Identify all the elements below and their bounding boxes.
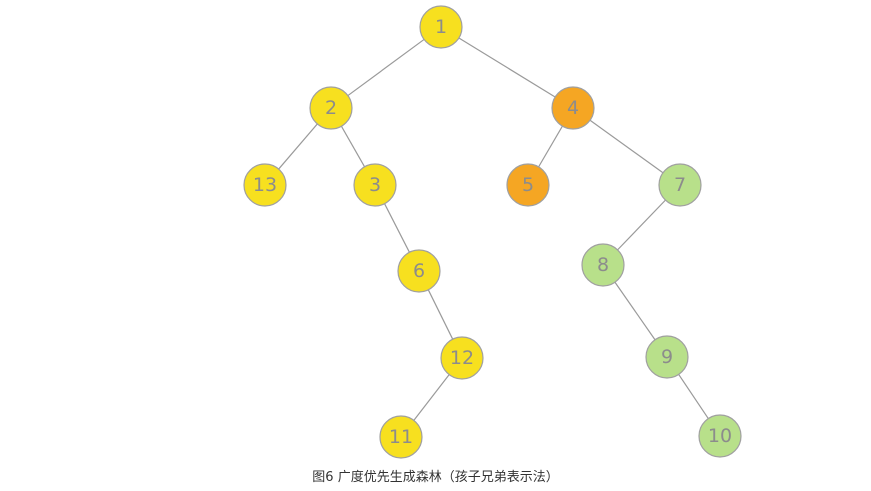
edge-8-9 [614, 281, 656, 341]
node-circle-3 [353, 163, 397, 207]
edge-2-13 [278, 123, 318, 170]
node-circle-7 [658, 163, 702, 207]
node-label-9: 9 [661, 346, 673, 368]
edge-9-10 [678, 374, 709, 419]
node-circle-11 [379, 415, 423, 459]
tree-node-4: 4 [551, 86, 595, 130]
edge-6-12 [427, 289, 454, 340]
node-label-1: 1 [435, 16, 447, 38]
tree-node-3: 3 [353, 163, 397, 207]
figure-caption: 图6 广度优先生成森林（孩子兄弟表示法） [312, 470, 559, 485]
node-circle-4 [551, 86, 595, 130]
node-circle-2 [309, 86, 353, 130]
edge-3-6 [384, 203, 410, 253]
node-label-12: 12 [450, 347, 474, 369]
tree-node-1: 1 [419, 5, 463, 49]
node-circle-9 [645, 335, 689, 379]
edge-2-3 [340, 125, 366, 168]
node-label-5: 5 [522, 174, 534, 196]
tree-node-12: 12 [440, 336, 484, 380]
node-label-13: 13 [253, 174, 277, 196]
edge-layer [278, 37, 709, 421]
tree-node-9: 9 [645, 335, 689, 379]
edge-1-2 [347, 38, 425, 97]
node-circle-13 [243, 163, 287, 207]
node-label-2: 2 [325, 97, 337, 119]
tree-node-7: 7 [658, 163, 702, 207]
node-label-8: 8 [597, 254, 609, 276]
edge-7-8 [617, 199, 666, 251]
node-circle-10 [698, 414, 742, 458]
node-label-6: 6 [413, 260, 425, 282]
tree-node-13: 13 [243, 163, 287, 207]
tree-node-5: 5 [506, 163, 550, 207]
node-circle-5 [506, 163, 550, 207]
tree-node-11: 11 [379, 415, 423, 459]
node-label-11: 11 [389, 426, 413, 448]
tree-node-2: 2 [309, 86, 353, 130]
node-label-10: 10 [708, 425, 732, 447]
node-circle-12 [440, 336, 484, 380]
edge-1-4 [458, 37, 556, 98]
node-circle-6 [397, 249, 441, 293]
edge-4-7 [589, 119, 664, 174]
node-label-3: 3 [369, 174, 381, 196]
node-circle-8 [581, 243, 625, 287]
node-label-7: 7 [674, 174, 686, 196]
tree-node-6: 6 [397, 249, 441, 293]
node-circle-1 [419, 5, 463, 49]
tree-node-8: 8 [581, 243, 625, 287]
node-label-4: 4 [567, 97, 579, 119]
edge-12-11 [413, 374, 450, 421]
edge-4-5 [538, 125, 563, 168]
tree-node-10: 10 [698, 414, 742, 458]
